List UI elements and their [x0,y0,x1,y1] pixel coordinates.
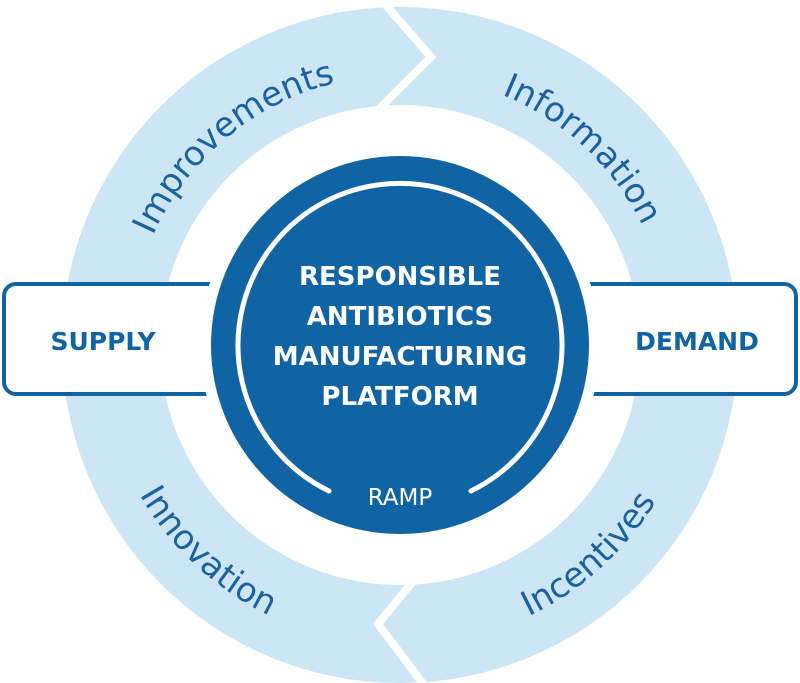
supply-label: SUPPLY [50,327,156,356]
center-inner-arc [235,180,565,494]
bottom-chevron-divider [372,565,428,683]
ramp-acronym: RAMP [368,485,433,511]
center-line-2: ANTIBIOTICS [307,302,494,332]
center-circle [211,156,589,534]
center-line-1: RESPONSIBLE [299,262,501,292]
center-line-3: MANUFACTURING [273,342,528,372]
center-line-4: PLATFORM [321,382,478,412]
demand-label: DEMAND [635,327,759,356]
top-chevron-divider [373,0,437,115]
